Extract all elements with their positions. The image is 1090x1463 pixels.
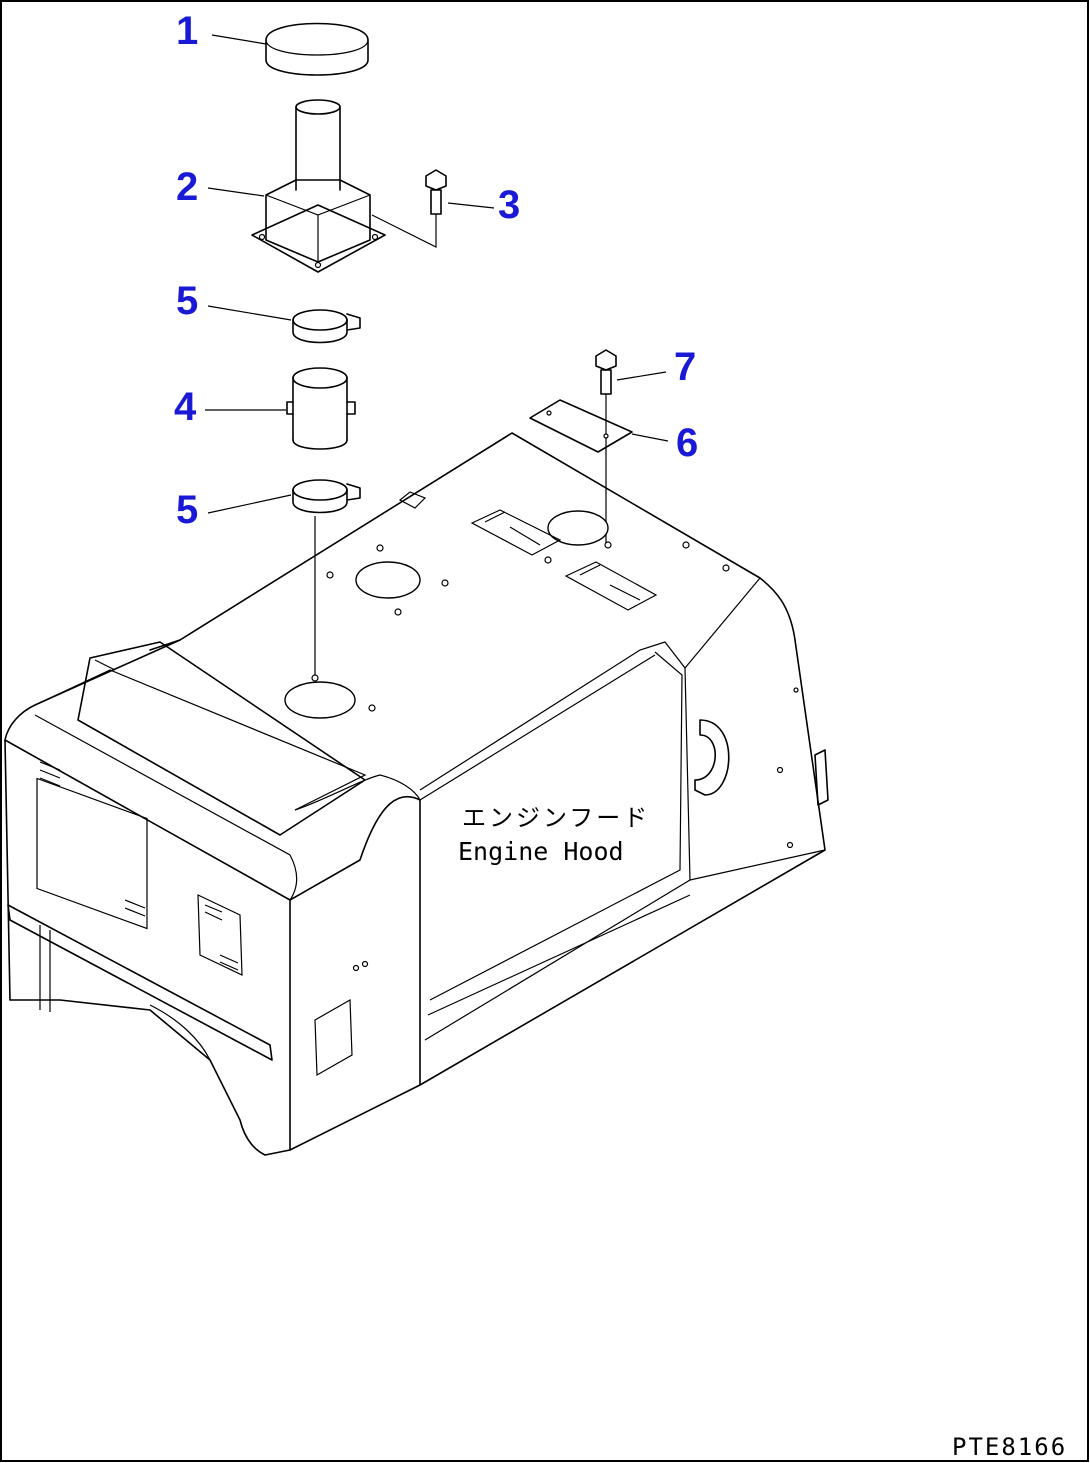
part-2-exhaust-cover: [251, 99, 386, 273]
callout-numbers: 1 2 3 5 4 5 6 7: [174, 9, 698, 532]
callout-1: 1: [176, 9, 198, 53]
part-1-rain-cap: [265, 22, 369, 76]
engine-hood-body: [4, 432, 829, 1156]
callout-3: 3: [498, 183, 520, 227]
part-6-cover-plate: [529, 399, 633, 453]
drawing-code: PTE8166: [952, 1433, 1067, 1461]
callout-5-lower: 5: [176, 488, 198, 532]
leader-lines: [205, 34, 669, 514]
part-5-clamp-upper: [292, 309, 361, 344]
part-7-bolt: [595, 349, 617, 545]
part-4-sleeve: [286, 367, 356, 450]
hood-label-english: Engine Hood: [458, 837, 624, 866]
part-3-bolt: [371, 169, 447, 248]
part-5-clamp-lower: [292, 479, 361, 680]
callout-4: 4: [174, 385, 197, 429]
callout-5-upper: 5: [176, 279, 198, 323]
hood-label-japanese: エンジンフード: [462, 804, 650, 832]
callout-7: 7: [674, 345, 696, 389]
callout-6: 6: [676, 421, 698, 465]
callout-2: 2: [176, 165, 198, 209]
